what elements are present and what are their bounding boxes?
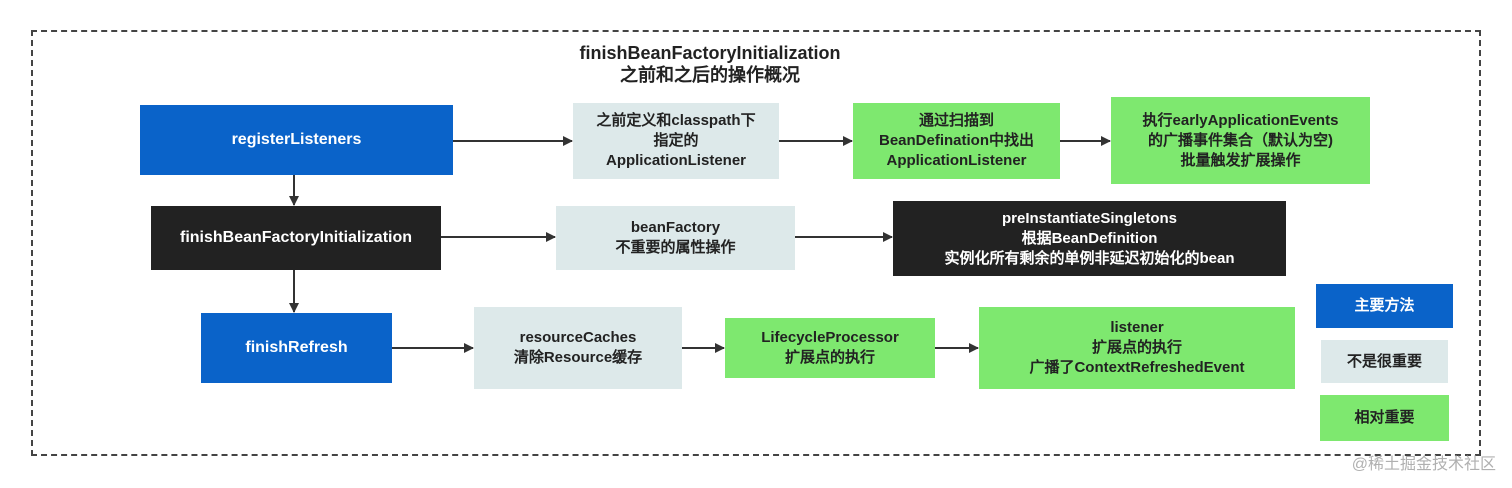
- legend-relative: 相对重要: [1320, 395, 1449, 441]
- row1-step2-node: 通过扫描到 BeanDefination中找出 ApplicationListe…: [853, 103, 1060, 179]
- watermark-text: @稀土掘金技术社区: [1351, 456, 1496, 473]
- row2-step1-node: beanFactory 不重要的属性操作: [556, 206, 795, 270]
- register-listeners-node: registerListeners: [140, 105, 453, 175]
- dashed-frame: [31, 30, 1481, 456]
- row3-step1-node: resourceCaches 清除Resource缓存: [474, 307, 682, 389]
- title-line-1: finishBeanFactoryInitialization: [579, 43, 841, 63]
- diagram-title: finishBeanFactoryInitialization 之前和之后的操作…: [540, 42, 880, 86]
- row3-step2-node: LifecycleProcessor 扩展点的执行: [725, 318, 935, 378]
- row1-step3-node: 执行earlyApplicationEvents 的广播事件集合（默认为空) 批…: [1111, 97, 1370, 184]
- row3-step3-node: listener 扩展点的执行 广播了ContextRefreshedEvent: [979, 307, 1295, 389]
- finish-refresh-node: finishRefresh: [201, 313, 392, 383]
- finish-bean-factory-initialization-node: finishBeanFactoryInitialization: [151, 206, 441, 270]
- title-line-2: 之前和之后的操作概况: [620, 65, 800, 85]
- row2-step2-node: preInstantiateSingletons 根据BeanDefinitio…: [893, 201, 1286, 276]
- legend-minor: 不是很重要: [1321, 340, 1448, 383]
- legend-main-method: 主要方法: [1316, 284, 1453, 328]
- row1-step1-node: 之前定义和classpath下 指定的 ApplicationListener: [573, 103, 779, 179]
